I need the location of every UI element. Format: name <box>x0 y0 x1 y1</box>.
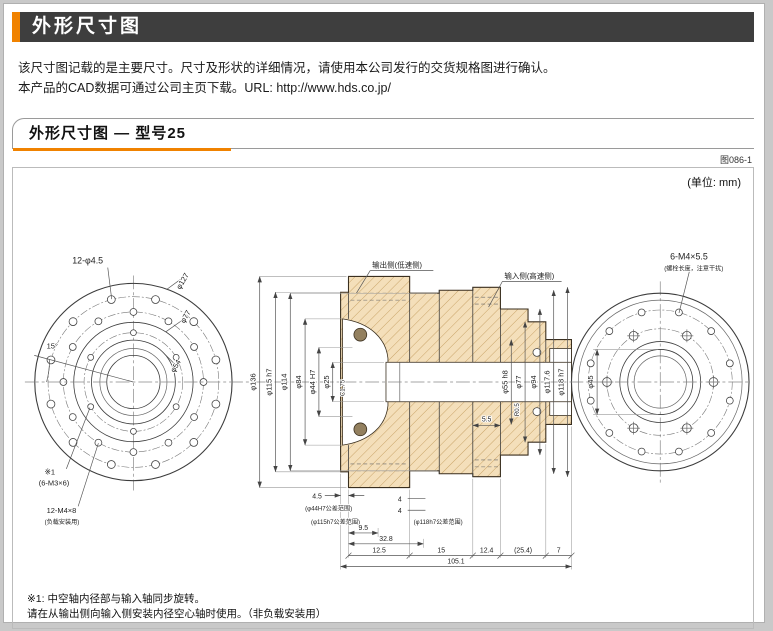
label-output-side: 输出侧(低速侧) <box>372 260 422 270</box>
intro-text: 该尺寸图记载的是主要尺寸。尺寸及形状的详细情况，请使用本公司发行的交货规格图进行… <box>18 58 750 98</box>
page-title: 外形尺寸图 <box>32 16 143 37</box>
footnote-line-1: ※1: 中空轴内径部与输入轴同步旋转。 <box>27 592 205 605</box>
dim-9-5: 9.5 <box>358 525 368 532</box>
label-note-ref: ※1 <box>45 468 55 477</box>
label-r05: R0.5 <box>514 403 521 417</box>
section-title: 外形尺寸图 — 型号25 <box>29 125 187 142</box>
label-phi115: φ115 h7 <box>265 368 274 395</box>
tap-ring-6-m4 <box>600 329 720 435</box>
label-phi94: φ94 <box>529 375 538 388</box>
label-phi136: φ136 <box>249 373 258 390</box>
label-phi84: φ84 <box>294 375 303 388</box>
dim-32-8: 32.8 <box>379 536 393 543</box>
label-phi127: φ127 <box>174 271 190 291</box>
dim-7: 7 <box>557 548 561 555</box>
label-6-m3: (6-M3×6) <box>39 479 70 488</box>
label-phi114: φ114 <box>279 374 288 391</box>
label-angle-15: 15° <box>47 341 58 350</box>
intro-line-1: 该尺寸图记载的是主要尺寸。尺寸及形状的详细情况，请使用本公司发行的交货规格图进行… <box>18 61 556 75</box>
label-phi77-section: φ77 <box>514 375 523 388</box>
figure-number: 图086-1 <box>719 155 752 165</box>
label-12-m4: 12-M4×8 <box>47 506 77 515</box>
width-dimensions: 4.5 5.5 4 4 (φ44H7公差范围) (φ115h7公差范围) (φ1… <box>304 415 575 570</box>
bolt-ring-12-m4 <box>59 308 208 456</box>
right-rear-view: 6-M4×5.5 (螺栓长度，注意干扰) φ45 <box>570 251 750 483</box>
dim-4b: 4 <box>398 508 402 515</box>
intro-line-2: 本产品的CAD数据可通过公司主页下载。URL: http://www.hds.c… <box>18 81 391 95</box>
dimension-drawing: 12-φ4.5 φ127 φ77 φ54 15° ※1 (6-M3×6) 12-… <box>24 251 752 570</box>
label-phi1176: φ117.6 <box>543 370 552 393</box>
section-accent-line <box>13 148 231 151</box>
diameter-dimension-lines-left: φ136 φ115 h7 φ114 φ84 φ44 H7 φ25 C1.75 <box>248 276 438 488</box>
dim-25-4: (25.4) <box>514 548 532 555</box>
dim-12-4: 12.4 <box>480 548 494 555</box>
tap-ring-6-m3 <box>87 329 180 435</box>
label-phi25: φ25 <box>322 375 331 388</box>
dim-12-5: 12.5 <box>372 548 386 555</box>
dim-4-5: 4.5 <box>312 493 322 500</box>
bearing-balls <box>353 327 542 437</box>
label-phi44: φ44 H7 <box>308 370 317 395</box>
catalog-page: 外形尺寸图 该尺寸图记载的是主要尺寸。尺寸及形状的详细情况，请使用本公司发行的交… <box>3 3 765 629</box>
label-phi45: φ45 <box>586 375 595 388</box>
unit-label: (单位: mm) <box>687 177 741 189</box>
tol-44: (φ44H7公差范围) <box>305 504 352 512</box>
label-6-m4: 6-M4×5.5 <box>670 252 708 262</box>
section-side-labels: 输出侧(低速侧) 输入侧(高速侧) <box>356 259 562 308</box>
bolt-ring-12-phi45 <box>46 295 221 469</box>
diameter-dimension-lines-right: φ55 h8 φ77 φ94 φ117.6 φ118 h7 R0.5 <box>499 286 570 478</box>
label-input-side: 输入侧(高速侧) <box>504 270 554 280</box>
left-view-leaders <box>66 267 183 507</box>
label-mount-note: (负载安装用) <box>45 518 80 526</box>
drawing-panel: (单位: mm) <box>12 167 754 629</box>
label-12-phi45: 12-φ4.5 <box>72 256 103 266</box>
footnote-line-2: 请在从输出侧向输入侧安装内径空心轴时使用。（非负载安装用） <box>27 608 327 621</box>
footnote: ※1: 中空轴内径部与输入轴同步旋转。 请在从输出侧向输入侧安装内径空心轴时使用… <box>27 592 326 624</box>
angle-15-indicator <box>34 355 134 383</box>
dim-15: 15 <box>437 548 445 555</box>
tol-118: (φ118h7公差范围) <box>414 518 463 526</box>
dim-5-5: 5.5 <box>482 416 492 423</box>
tol-115: (φ115h7公差范围) <box>311 518 360 526</box>
right-holes-leader <box>678 269 691 314</box>
bolt-ring-12-right <box>586 308 734 456</box>
dim-105-1: 105.1 <box>447 559 464 566</box>
label-6-m4-note: (螺栓长度，注意干扰) <box>664 265 723 273</box>
label-chamfer-c175: C1.75 <box>340 379 347 396</box>
left-front-view: 12-φ4.5 φ127 φ77 φ54 15° ※1 (6-M3×6) 12-… <box>34 255 233 527</box>
section-header: 外形尺寸图 — 型号25 <box>12 118 754 151</box>
title-accent-bar <box>12 12 20 42</box>
label-phi55: φ55 h8 <box>500 370 509 394</box>
label-phi118: φ118 h7 <box>557 368 566 395</box>
dim-4a: 4 <box>398 496 402 503</box>
page-title-bar: 外形尺寸图 <box>12 12 754 42</box>
